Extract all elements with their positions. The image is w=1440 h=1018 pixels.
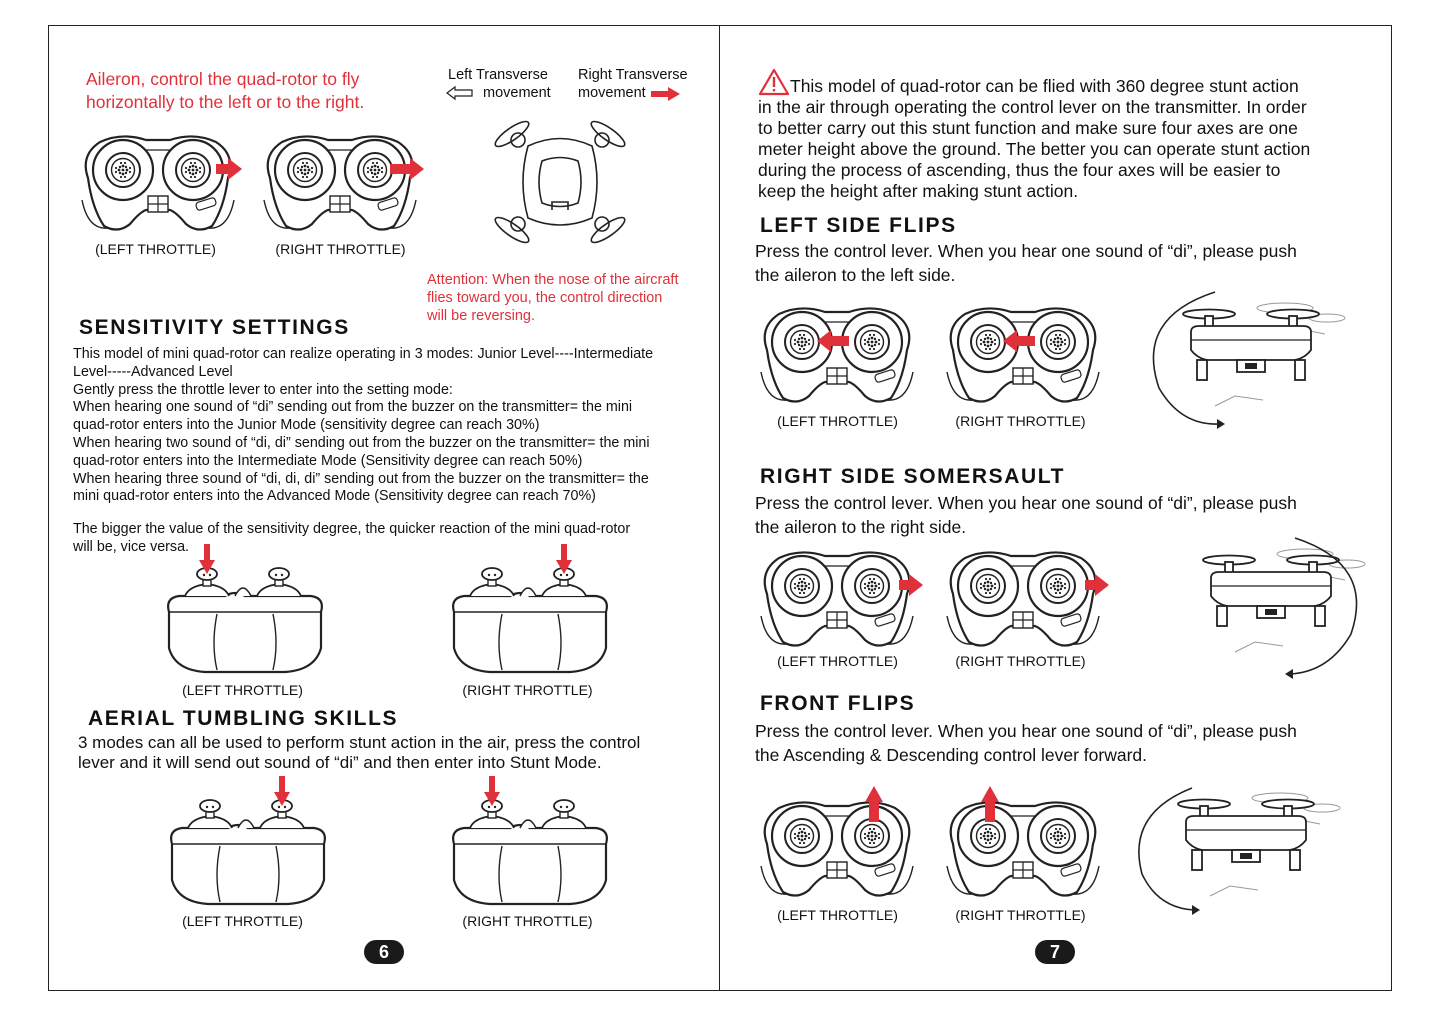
transmitter-side-stunt-left [170, 776, 326, 906]
left-transverse-label: Left Transverse [448, 67, 548, 83]
page-number-6: 6 [364, 940, 404, 964]
aileron-note: Aileron, control the quad-rotor to fly h… [86, 69, 365, 112]
caption-right-throttle: (RIGHT THROTTLE) [275, 241, 406, 257]
left-side-flips-paragraph: Press the control lever. When you hear o… [755, 241, 1297, 285]
direction-arrow-icon [484, 776, 500, 806]
direction-arrow-icon [817, 330, 849, 352]
transmitter-right-throttle-flip [943, 302, 1103, 407]
quadcopter-flip-front-icon [1138, 787, 1341, 915]
transmitter-side-left-throttle [167, 544, 323, 674]
caption-left-throttle: (LEFT THROTTLE) [777, 907, 898, 923]
direction-arrow-icon [216, 158, 242, 180]
transmitter-left-throttle-aileron [78, 130, 242, 235]
right-side-somersault-paragraph: Press the control lever. When you hear o… [755, 493, 1297, 537]
caption-left-throttle: (LEFT THROTTLE) [777, 653, 898, 669]
quadcopter-flip-right-icon [1202, 537, 1366, 679]
arrow-right-red-icon [651, 87, 680, 101]
caption-left-throttle: (LEFT THROTTLE) [182, 682, 303, 698]
transmitter-left-throttle-somersault [757, 546, 923, 651]
warning-triangle-icon [758, 68, 790, 96]
quadcopter-flip-left-icon [1152, 291, 1346, 429]
caption-left-throttle: (LEFT THROTTLE) [95, 241, 216, 257]
page-number-7: 7 [1035, 940, 1075, 964]
transmitter-right-throttle-front [943, 786, 1103, 900]
direction-arrow-icon [199, 544, 215, 574]
front-flips-heading: FRONT FLIPS [760, 692, 916, 715]
sensitivity-note: The bigger the value of the sensitivity … [73, 521, 631, 555]
direction-arrow-icon [390, 158, 424, 180]
right-transverse-label: Right Transverse [578, 67, 688, 83]
caption-right-throttle: (RIGHT THROTTLE) [955, 413, 1086, 429]
stunt-intro-paragraph: This model of quad-rotor can be flied wi… [758, 76, 1311, 201]
left-movement-label: movement [483, 85, 551, 101]
right-movement-label: movement [578, 85, 646, 101]
caption-right-throttle: (RIGHT THROTTLE) [955, 653, 1086, 669]
front-flips-paragraph: Press the control lever. When you hear o… [755, 721, 1297, 765]
sensitivity-heading: SENSITIVITY SETTINGS [79, 316, 350, 339]
attention-note: Attention: When the nose of the aircraft… [427, 272, 679, 324]
left-side-flips-heading: LEFT SIDE FLIPS [760, 214, 957, 237]
direction-arrow-icon [274, 776, 290, 806]
arrow-left-outline-icon [446, 85, 473, 101]
direction-arrow-icon [1003, 330, 1035, 352]
direction-arrow-icon [556, 544, 572, 574]
caption-right-throttle: (RIGHT THROTTLE) [462, 682, 593, 698]
caption-right-throttle: (RIGHT THROTTLE) [955, 907, 1086, 923]
aerial-tumbling-heading: AERIAL TUMBLING SKILLS [88, 707, 399, 730]
transmitter-right-throttle-somersault [943, 546, 1109, 651]
direction-arrow-icon [899, 574, 923, 596]
caption-left-throttle: (LEFT THROTTLE) [777, 413, 898, 429]
direction-arrow-icon [1085, 574, 1109, 596]
sensitivity-paragraph: This model of mini quad-rotor can realiz… [73, 346, 654, 505]
direction-arrow-icon [981, 786, 999, 822]
transmitter-right-throttle-aileron [260, 130, 424, 235]
caption-left-throttle: (LEFT THROTTLE) [182, 913, 303, 929]
quadcopter-icon [494, 120, 626, 244]
transmitter-side-right-throttle [452, 544, 608, 674]
aerial-tumbling-paragraph: 3 modes can all be used to perform stunt… [78, 733, 641, 772]
direction-arrow-icon [865, 786, 883, 822]
transmitter-side-stunt-right [452, 776, 608, 906]
right-side-somersault-heading: RIGHT SIDE SOMERSAULT [760, 465, 1066, 488]
transmitter-left-throttle-flip [757, 302, 917, 407]
caption-right-throttle: (RIGHT THROTTLE) [462, 913, 593, 929]
transmitter-left-throttle-front [757, 786, 917, 900]
